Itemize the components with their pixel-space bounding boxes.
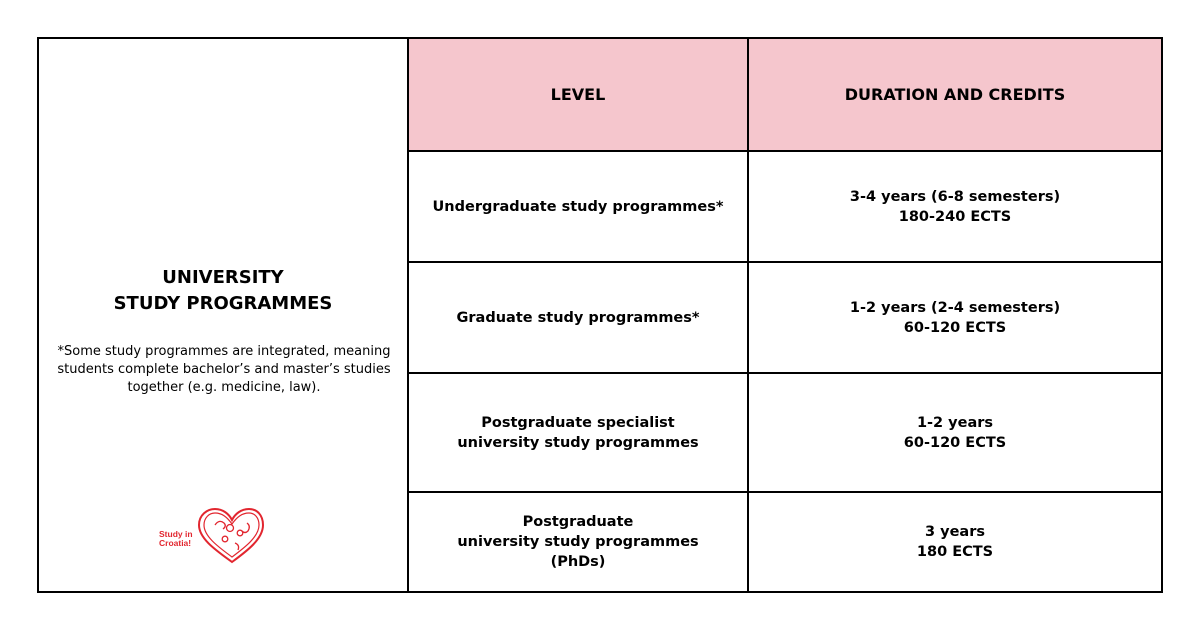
duration-text: 3 years	[924, 524, 985, 540]
footnote: *Some study programmes are integrated, m…	[47, 343, 401, 397]
table-row: Postgraduate specialist university study…	[409, 374, 1161, 493]
level-text: Graduate study programmes*	[456, 309, 700, 326]
duration-cell: 1-2 years (2-4 semesters) 60-120 ECTS	[749, 263, 1161, 372]
table-row: Undergraduate study programmes* 3-4 year…	[409, 152, 1161, 263]
level-text: Postgraduate	[522, 514, 634, 530]
footnote-line: students complete bachelor’s and master’…	[57, 362, 391, 377]
table-header-row: LEVEL DURATION AND CREDITS	[409, 39, 1161, 152]
level-text: Undergraduate study programmes*	[432, 198, 724, 215]
duration-text: 3-4 years (6-8 semesters)	[849, 188, 1061, 205]
section-title-line: STUDY PROGRAMMES	[113, 293, 333, 314]
duration-cell: 3 years 180 ECTS	[749, 493, 1161, 591]
left-panel: UNIVERSITY STUDY PROGRAMMES *Some study …	[39, 39, 409, 591]
level-cell: Postgraduate university study programmes…	[409, 493, 749, 591]
credits-text: 180-240 ECTS	[898, 208, 1012, 225]
footnote-line: *Some study programmes are integrated, m…	[57, 344, 391, 359]
level-cell: Graduate study programmes*	[409, 263, 749, 372]
duration-text: 1-2 years (2-4 semesters)	[849, 299, 1061, 316]
heart-logo-icon	[197, 507, 265, 564]
logo-text-line1: Study in	[159, 529, 193, 539]
programmes-table-frame: UNIVERSITY STUDY PROGRAMMES *Some study …	[37, 37, 1163, 593]
column-header-duration: DURATION AND CREDITS	[844, 84, 1066, 104]
footnote-line: together (e.g. medicine, law).	[127, 380, 321, 395]
level-cell: Undergraduate study programmes*	[409, 152, 749, 261]
level-cell: Postgraduate specialist university study…	[409, 374, 749, 491]
section-title: UNIVERSITY STUDY PROGRAMMES	[39, 265, 407, 317]
level-text: Postgraduate specialist	[481, 414, 675, 431]
level-text: university study programmes	[457, 534, 699, 550]
level-text: university study programmes	[457, 434, 699, 451]
duration-cell: 3-4 years (6-8 semesters) 180-240 ECTS	[749, 152, 1161, 261]
table-row: Postgraduate university study programmes…	[409, 493, 1161, 591]
credits-text: 180 ECTS	[916, 544, 994, 560]
duration-cell: 1-2 years 60-120 ECTS	[749, 374, 1161, 491]
column-header-level: LEVEL	[409, 39, 749, 150]
duration-text: 1-2 years	[916, 414, 994, 431]
logo-text-line2: Croatia!	[159, 538, 191, 548]
section-title-line: UNIVERSITY	[162, 267, 284, 288]
study-in-croatia-logo: Study in Croatia!	[159, 507, 265, 564]
credits-text: 60-120 ECTS	[903, 434, 1007, 451]
programmes-table: LEVEL DURATION AND CREDITS Undergraduate…	[409, 39, 1161, 591]
table-row: Graduate study programmes* 1-2 years (2-…	[409, 263, 1161, 374]
credits-text: 60-120 ECTS	[903, 319, 1007, 336]
level-text: (PhDs)	[550, 554, 606, 570]
